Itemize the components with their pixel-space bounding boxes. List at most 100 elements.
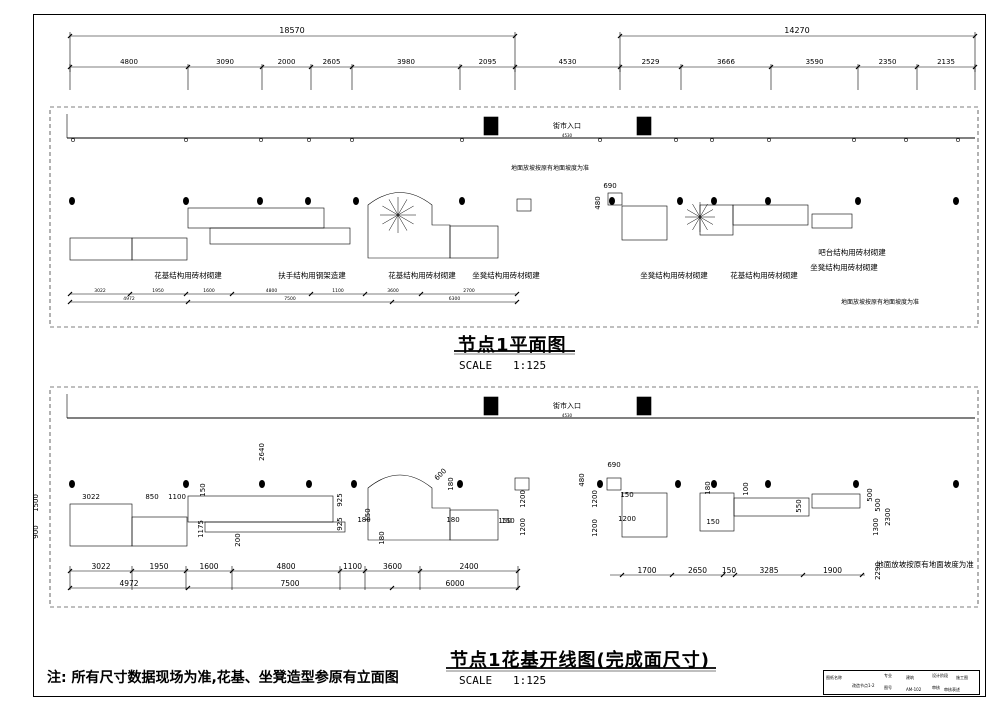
- light-fixture: [183, 197, 189, 205]
- inner-dim: 200: [234, 533, 242, 546]
- light-fixture-lower: [306, 480, 312, 488]
- dim-tick: [229, 291, 235, 297]
- inner-dim: 850: [145, 493, 158, 501]
- l-round-planter: [367, 474, 451, 541]
- dim-tick: [67, 585, 73, 591]
- inner-dim: 150: [364, 508, 372, 521]
- dim-segment: 3090: [216, 58, 234, 66]
- dim-segment: 2095: [479, 58, 497, 66]
- tb-value-5: 审核表述: [944, 687, 960, 692]
- light-fixture-lower: [183, 480, 189, 488]
- slope-note-lower: 地面放坡按原有地面坡度为准: [876, 559, 974, 569]
- dim-tick: [800, 572, 806, 578]
- dim-row3: 150: [722, 566, 737, 575]
- inner-dim: 2640: [258, 443, 266, 461]
- plant-symbol-right: [686, 216, 701, 225]
- structure-label: 吧台结构用砖材砌建: [818, 247, 886, 257]
- post-marker: [674, 138, 678, 142]
- column-block-lower: [636, 396, 652, 416]
- layout-scale-label: SCALE: [459, 674, 493, 687]
- post-marker: [184, 138, 188, 142]
- plan-title: 节点1平面图: [458, 335, 567, 356]
- inner-dim: 3022: [82, 493, 100, 501]
- dim-row2: 6000: [445, 579, 464, 588]
- inner-dim: 690: [607, 461, 620, 469]
- light-fixture-lower: [69, 480, 75, 488]
- tb-label-1: 图纸名称: [826, 675, 842, 680]
- inner-dim: 1200: [591, 490, 599, 508]
- post-marker: [307, 138, 311, 142]
- plant-symbol: [388, 214, 399, 231]
- light-fixture-lower: [711, 480, 717, 488]
- tb-label-4: 图号: [884, 685, 892, 690]
- structure-label: 坐凳结构用砖材砌建: [640, 270, 708, 280]
- inner-dim: 180: [447, 477, 455, 490]
- dim-segment: 3980: [397, 58, 415, 66]
- light-fixture: [257, 197, 263, 205]
- dim-row3: 1900: [823, 566, 842, 575]
- inner-dim: 180: [378, 531, 386, 544]
- plant-symbol: [382, 205, 399, 216]
- light-fixture-lower: [259, 480, 265, 488]
- inner-dim: 600: [433, 467, 448, 482]
- structure-label: 坐凳结构用砖材砌建: [810, 262, 878, 272]
- dim-row2: 7500: [280, 579, 299, 588]
- l-bar-end: [811, 493, 861, 509]
- post-marker: [460, 138, 464, 142]
- bench-block: [449, 225, 499, 259]
- post-marker: [598, 138, 602, 142]
- plant-symbol-right: [699, 216, 708, 231]
- plant-symbol: [397, 214, 414, 225]
- structure-label: 花基结构用砖材砌建: [388, 270, 456, 280]
- plant-symbol-right: [699, 216, 714, 225]
- l-handrail-band: [187, 495, 334, 523]
- dim-segment: 2135: [937, 58, 955, 66]
- right-planter-left: [621, 205, 668, 241]
- column-block-lower: [483, 396, 499, 416]
- tb-value-3: 施工图: [956, 675, 968, 680]
- drawing-border: [33, 14, 986, 697]
- small-dim: 4800: [266, 288, 278, 294]
- dim-segment: 2350: [879, 58, 897, 66]
- layout-title: 节点1花基开线图(完成面尺寸): [450, 650, 710, 671]
- inner-dim: 925: [336, 517, 344, 530]
- post-marker: [710, 138, 714, 142]
- dim-row1: 3600: [383, 562, 402, 571]
- dim-row1: 2400: [459, 562, 478, 571]
- small-dim: 2700: [463, 288, 475, 294]
- inner-dim: 1100: [168, 493, 186, 501]
- tb-label-2: 专业: [884, 673, 892, 678]
- dim-tick: [67, 299, 73, 305]
- post-marker: [904, 138, 908, 142]
- dim-tick: [67, 291, 73, 297]
- light-fixture: [677, 197, 683, 205]
- light-fixture: [765, 197, 771, 205]
- dim-tick: [619, 572, 625, 578]
- light-fixture-lower: [597, 480, 603, 488]
- inner-dim: 1175: [197, 520, 205, 538]
- inner-dim: 180: [704, 481, 712, 494]
- light-fixture-lower: [853, 480, 859, 488]
- dim-tick: [185, 299, 191, 305]
- tb-label-5: 审核: [932, 685, 940, 690]
- round-planter: [367, 192, 451, 259]
- plant-symbol: [382, 214, 399, 225]
- small-dim-total: 7500: [284, 296, 296, 302]
- dim-segment: 2000: [278, 58, 296, 66]
- plant-symbol: [397, 199, 408, 216]
- column-block: [483, 116, 499, 136]
- meter-box: [516, 198, 532, 212]
- l-bar-counter: [733, 497, 810, 517]
- post-marker: [852, 138, 856, 142]
- plant-symbol-right: [692, 216, 701, 231]
- dim-tick: [389, 585, 395, 591]
- tb-label-3: 设计阶段: [932, 673, 948, 678]
- bar-end: [811, 213, 853, 229]
- dim-row1: 1950: [149, 562, 168, 571]
- dim-tick: [183, 291, 189, 297]
- meter-box-right: [607, 192, 623, 206]
- handrail-band: [187, 207, 325, 229]
- inner-dim: 1200: [519, 490, 527, 508]
- small-dim: 1950: [152, 288, 164, 294]
- tb-value-4: AM-102: [906, 687, 922, 692]
